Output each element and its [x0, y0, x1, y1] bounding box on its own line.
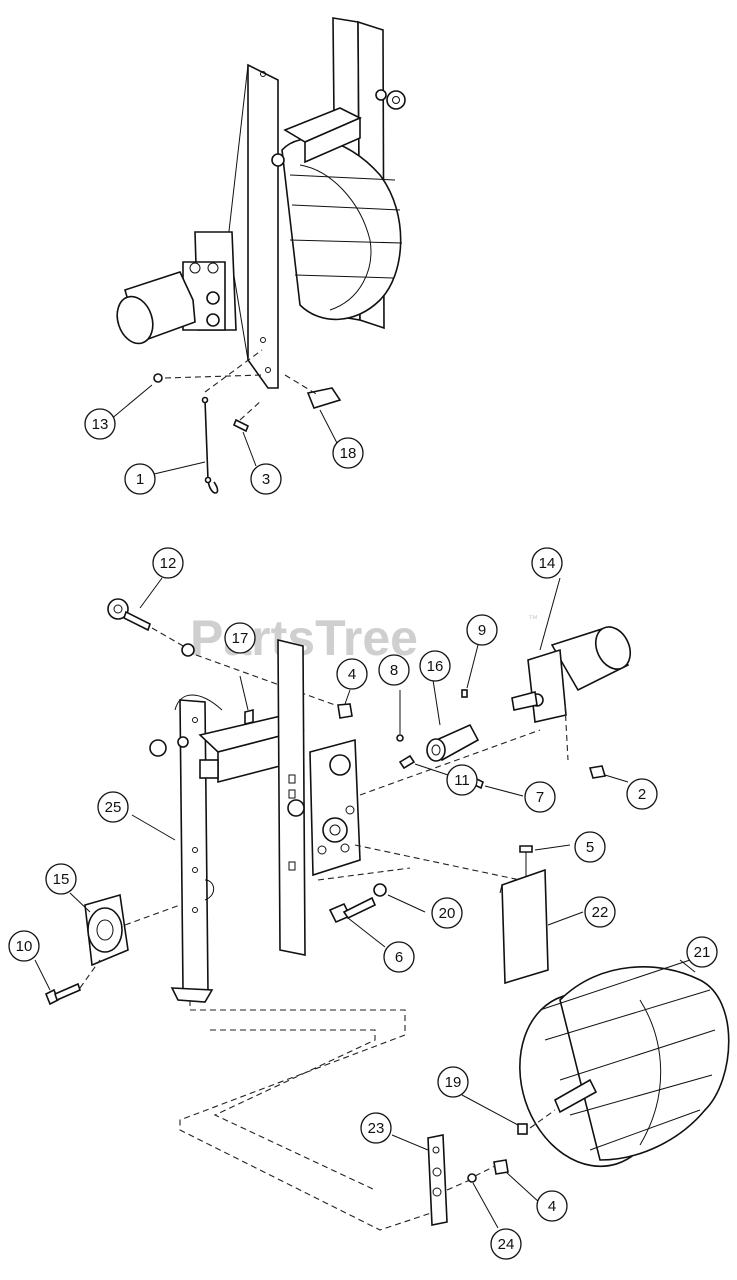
svg-text:25: 25	[105, 799, 122, 816]
svg-text:9: 9	[478, 622, 486, 639]
callout-18: 18	[332, 437, 364, 469]
callout-14: 14	[531, 547, 563, 579]
svg-text:4: 4	[348, 666, 356, 683]
callout-25: 25	[97, 791, 129, 823]
part-5	[519, 845, 533, 853]
callout-19: 19	[437, 1066, 469, 1098]
svg-text:15: 15	[53, 871, 70, 888]
top-assembly	[109, 17, 406, 494]
callout-11: 11	[446, 764, 478, 796]
part-20	[373, 883, 387, 897]
callout-20: 20	[431, 897, 463, 929]
part-13	[153, 373, 163, 383]
part-9	[461, 689, 468, 698]
callout-8: 8	[378, 654, 410, 686]
bottom-assembly	[34, 577, 730, 1231]
callouts: 13 18 1 3 12 14 9 17	[8, 408, 718, 1260]
callout-21: 21	[686, 936, 718, 968]
part-19	[517, 1123, 528, 1135]
part-18	[306, 387, 342, 409]
svg-text:16: 16	[427, 658, 444, 675]
svg-text:22: 22	[592, 904, 609, 921]
svg-text:7: 7	[536, 789, 544, 806]
callout-23: 23	[360, 1112, 392, 1144]
part-24	[467, 1173, 477, 1183]
part-22	[501, 868, 549, 985]
top-front-plate	[247, 63, 279, 389]
svg-text:19: 19	[445, 1074, 462, 1091]
callout-13: 13	[84, 408, 116, 440]
part-12	[107, 598, 129, 620]
callout-5: 5	[574, 831, 606, 863]
top-washer	[386, 90, 406, 110]
svg-text:3: 3	[262, 471, 270, 488]
svg-text:18: 18	[340, 445, 357, 462]
part-4-nut-lower	[493, 1159, 509, 1175]
svg-text:6: 6	[395, 949, 403, 966]
callout-4-upper: 4	[336, 658, 368, 690]
callout-22: 22	[584, 896, 616, 928]
watermark-text: PartsTree	[190, 610, 418, 666]
callout-6: 6	[383, 941, 415, 973]
callout-9: 9	[466, 614, 498, 646]
part-4-washer-left	[149, 739, 167, 757]
callout-3: 3	[250, 463, 282, 495]
svg-text:10: 10	[16, 938, 33, 955]
callout-10: 10	[8, 930, 40, 962]
part-11	[398, 754, 416, 770]
part-4-nut	[337, 703, 353, 719]
svg-text:13: 13	[92, 416, 109, 433]
svg-text:11: 11	[454, 772, 470, 789]
part-17	[244, 708, 254, 726]
part-21-shell	[559, 966, 730, 1161]
watermark-trademark: ™	[528, 614, 538, 625]
callout-2: 2	[626, 778, 658, 810]
part-3	[232, 418, 250, 433]
svg-text:20: 20	[439, 905, 456, 922]
callout-12: 12	[152, 547, 184, 579]
svg-text:8: 8	[390, 662, 398, 679]
callout-17: 17	[224, 622, 256, 654]
callout-7: 7	[524, 781, 556, 813]
callout-16: 16	[419, 650, 451, 682]
svg-text:17: 17	[232, 630, 249, 647]
callout-4-lower: 4	[536, 1190, 568, 1222]
svg-text:2: 2	[638, 786, 646, 803]
svg-text:5: 5	[586, 839, 594, 856]
svg-text:21: 21	[694, 944, 711, 961]
part-8	[396, 734, 404, 742]
callout-15: 15	[45, 863, 77, 895]
gear-bracket	[309, 738, 361, 877]
svg-text:14: 14	[539, 555, 556, 572]
svg-text:1: 1	[136, 471, 144, 488]
callout-1: 1	[124, 463, 156, 495]
callout-24: 24	[490, 1228, 522, 1260]
svg-text:23: 23	[368, 1120, 385, 1137]
svg-text:4: 4	[548, 1198, 556, 1215]
part-2	[588, 765, 607, 779]
svg-text:24: 24	[498, 1236, 515, 1253]
svg-text:12: 12	[160, 555, 177, 572]
part-23	[427, 1134, 448, 1226]
